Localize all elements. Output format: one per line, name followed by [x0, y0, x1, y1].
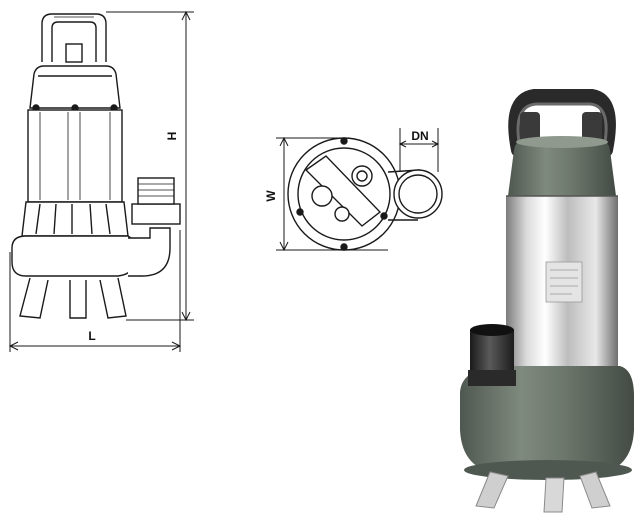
length-dimension — [8, 230, 182, 352]
outlet-elbow — [128, 227, 171, 277]
photo-foot-center — [543, 477, 565, 513]
outlet-top-view — [393, 169, 443, 219]
feet — [19, 277, 127, 319]
handle-outline — [41, 13, 107, 62]
top-view-drawing — [287, 137, 443, 251]
outlet-diameter-dimension — [398, 128, 440, 172]
volute — [11, 235, 137, 277]
pump-photo — [460, 89, 634, 513]
photo-foot-left — [475, 471, 509, 509]
cable-gland — [65, 43, 83, 63]
width-dimension — [276, 136, 388, 252]
height-dimension — [106, 10, 194, 322]
photo-motor-cap — [508, 138, 616, 196]
motor-cap — [29, 65, 121, 109]
height-label: H — [165, 132, 179, 141]
length-label: L — [88, 329, 95, 343]
outlet-flange — [131, 203, 181, 225]
photo-handle — [508, 89, 616, 157]
photo-foot-right — [579, 471, 611, 509]
handle-inner — [51, 21, 97, 62]
photo-nameplate — [545, 261, 583, 303]
motor-housing — [27, 109, 123, 203]
cable-gland-top — [351, 165, 373, 187]
photo-pump-casing — [460, 366, 634, 474]
outlet-diameter-label: DN — [411, 129, 428, 143]
side-elevation-drawing — [11, 13, 181, 319]
width-label: W — [264, 190, 278, 202]
